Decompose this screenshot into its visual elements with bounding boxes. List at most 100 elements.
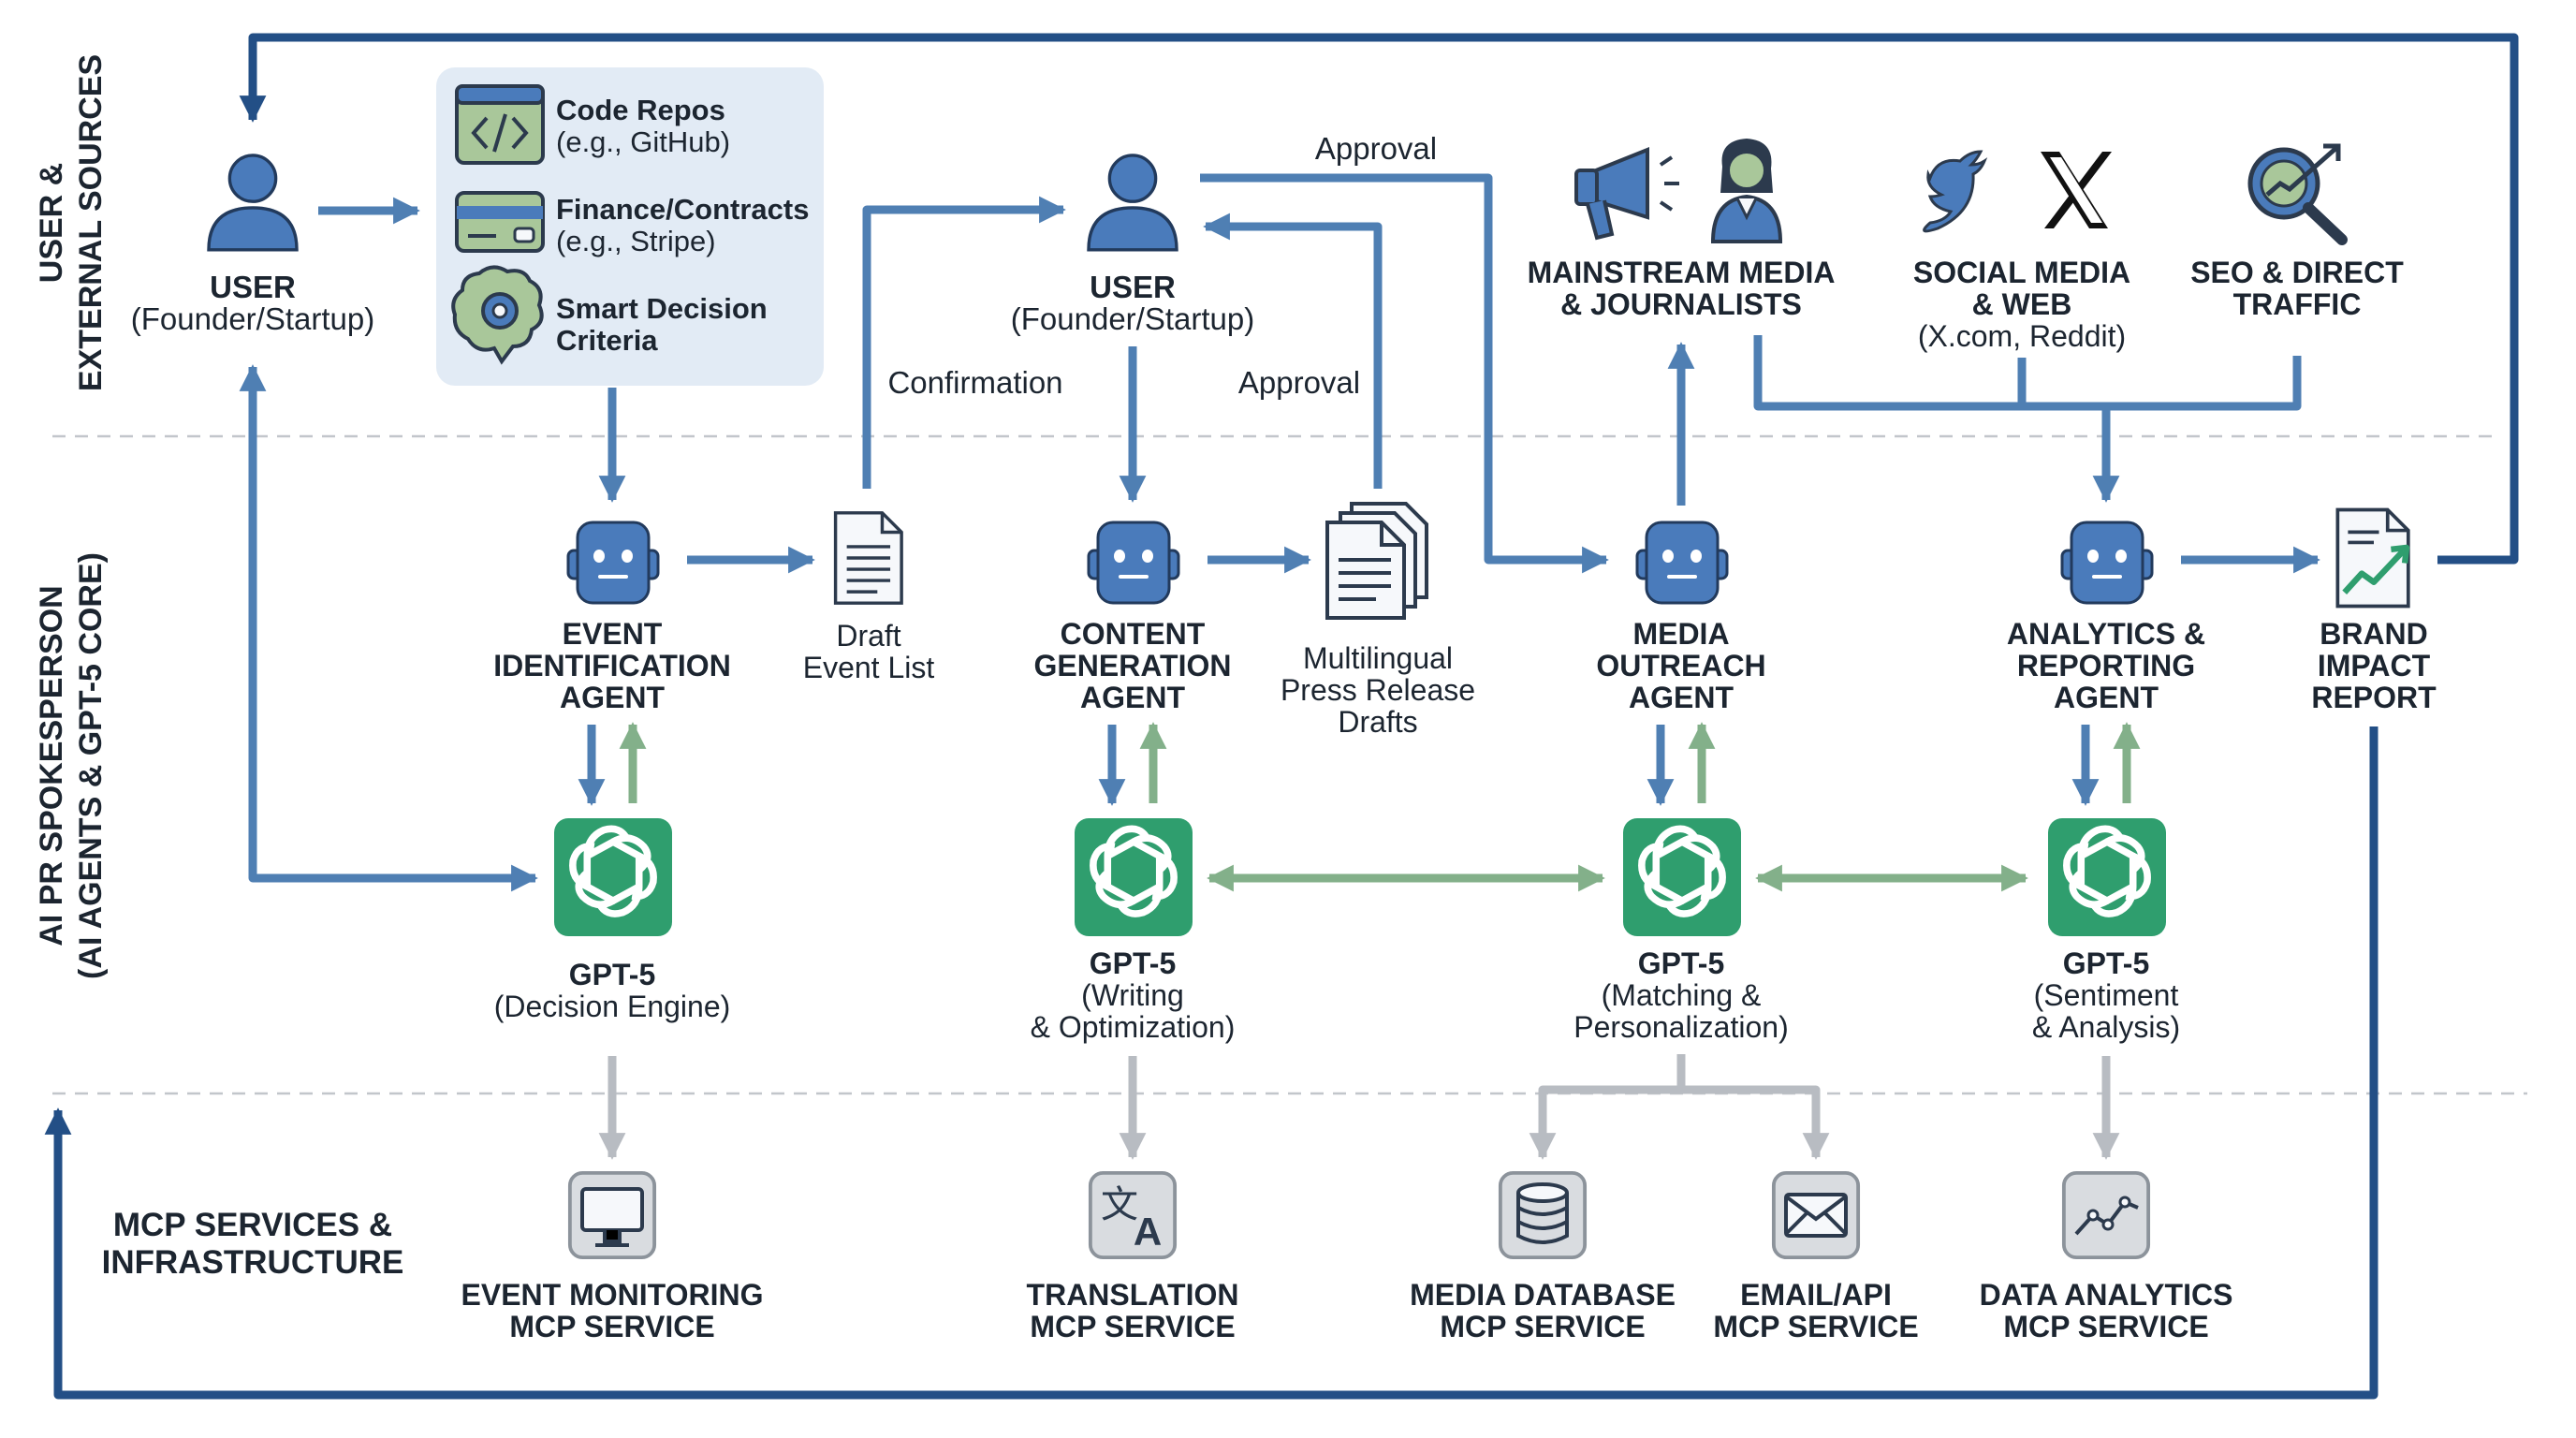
line-chart-icon [2061,1170,2151,1260]
agent-media-line2: OUTREACH [1596,649,1765,682]
magnifier-chart-icon [2247,143,2348,245]
external-social-line2: & WEB [1972,287,2072,321]
service-translation-line2: MCP SERVICE [1030,1310,1235,1343]
agent-gpt-link-event [578,722,647,806]
draft-event-list-line1: Draft [836,619,900,653]
gpt-writing-sub2: & Optimization) [1031,1010,1236,1044]
robot-agent-icon [2062,522,2152,603]
service-media-db-line1: MEDIA DATABASE [1410,1278,1676,1312]
agent-analytics-line2: REPORTING [2017,649,2195,682]
service-event-line2: MCP SERVICE [509,1310,714,1343]
user-icon [207,154,299,252]
openai-logo-icon [1623,818,1741,936]
document-icon [833,511,903,605]
service-media-db-line2: MCP SERVICE [1440,1310,1645,1343]
flow-label-confirmation: Confirmation [887,365,1062,400]
service-translation-line1: TRANSLATION [1027,1278,1239,1312]
external-media-line1: MAINSTREAM MEDIA [1528,256,1836,289]
arrow-external-merge [1753,335,2302,500]
external-social-line3: (X.com, Reddit) [1918,319,2126,353]
x-logo-icon [2041,152,2112,228]
agent-event-line2: IDENTIFICATION [493,649,731,682]
lane-label-ai-spokesperson: AI PR SPOKESPERSON (AI AGENTS & GPT-5 CO… [34,552,109,979]
agent-content-line2: GENERATION [1034,649,1232,682]
arrow-gpt-to-media-services [1538,1054,1816,1157]
source-criteria-sub: Criteria [556,324,658,357]
arrow-press-approval [1203,213,1383,489]
gpt-writing-title: GPT-5 [1090,946,1176,980]
brand-report-line1: BRAND [2320,617,2428,651]
svg-text:USER &: USER & [34,163,69,283]
user-center-title: USER [1090,270,1176,304]
user-icon [1087,154,1178,252]
gpt-sentiment-sub2: & Analysis) [2032,1010,2180,1044]
user-center-subtitle: (Founder/Startup) [1011,301,1254,336]
agent-analytics-line3: AGENT [2054,681,2159,714]
gpt-matching-sub2: Personalization) [1573,1010,1788,1044]
agent-analytics-line1: ANALYTICS & [2007,617,2205,651]
lane-label-mcp-services: MCP SERVICES & INFRASTRUCTURE [102,1207,404,1281]
agent-gpt-link-media [1647,722,1716,806]
report-chart-icon [2337,509,2408,606]
gpt-decision-sub: (Decision Engine) [494,990,731,1023]
agent-content-line3: AGENT [1080,681,1185,714]
service-email-line1: EMAIL/API [1740,1278,1892,1312]
agent-media-line3: AGENT [1629,681,1734,714]
gpt-matching-title: GPT-5 [1638,946,1724,980]
gpt-decision-title: GPT-5 [569,958,655,991]
user-left-title: USER [210,270,296,304]
flow-label-approval-mid: Approval [1238,365,1360,400]
agent-gpt-link-analytics [2071,722,2141,806]
brand-report-line3: REPORT [2311,681,2437,714]
svg-text:文: 文 [1101,1183,1138,1226]
source-code-sub: (e.g., GitHub) [556,125,730,158]
svg-text:(AI AGENTS & GPT-5 CORE): (AI AGENTS & GPT-5 CORE) [73,552,109,979]
robot-agent-icon [1089,522,1178,603]
user-left-subtitle: (Founder/Startup) [131,301,374,336]
draft-event-list-line2: Event List [803,651,935,684]
openai-logo-icon [2048,818,2166,936]
svg-text:MCP SERVICES &: MCP SERVICES & [113,1207,392,1243]
monitor-icon [567,1170,657,1260]
arrow-user-approval-to-media [1200,173,1609,574]
external-seo-line2: TRAFFIC [2233,287,2362,321]
gpt-writing-sub1: (Writing [1081,978,1184,1012]
brand-report-line2: IMPACT [2318,649,2431,682]
service-event-line1: EVENT MONITORING [461,1278,764,1312]
brain-gear-icon [451,265,544,365]
source-criteria-title: Smart Decision [556,292,768,325]
robot-agent-icon [568,522,658,603]
openai-logo-icon [554,818,672,936]
twitter-bird-icon [1923,150,1988,233]
press-drafts-line1: Multilingual [1303,641,1453,675]
press-drafts-line3: Drafts [1338,705,1417,739]
flow-label-approval-top: Approval [1315,131,1437,166]
agent-event-line1: EVENT [563,617,663,651]
svg-text:INFRASTRUCTURE: INFRASTRUCTURE [102,1244,404,1281]
translate-icon: 文 A [1088,1170,1178,1260]
agent-event-line3: AGENT [560,681,665,714]
code-window-icon [455,84,545,165]
service-analytics-line2: MCP SERVICE [2003,1310,2208,1343]
gpt-sentiment-sub1: (Sentiment [2034,978,2179,1012]
svg-text:AI PR SPOKESPERSON: AI PR SPOKESPERSON [34,585,69,946]
external-media-line2: & JOURNALISTS [1560,287,1802,321]
service-analytics-line1: DATA ANALYTICS [1980,1278,2233,1312]
arrow-draft-confirmation [862,196,1066,489]
source-code-title: Code Repos [556,94,725,126]
lane-label-user-external: USER & EXTERNAL SOURCES [34,54,109,391]
arrow-user-gpt-decision [239,364,538,892]
arrow-report-to-user-loop [239,33,2519,565]
megaphone-icon [1574,147,1679,241]
credit-card-icon [455,191,545,253]
gpt-sentiment-title: GPT-5 [2063,946,2149,980]
source-finance-title: Finance/Contracts [556,193,809,226]
journalist-icon [1710,139,1783,243]
openai-logo-icon [1075,818,1193,936]
robot-agent-icon [1637,522,1727,603]
svg-text:A: A [1134,1210,1162,1254]
arrow-report-bottom-loop [44,726,2378,1400]
database-icon [1498,1170,1588,1260]
agent-media-line1: MEDIA [1632,617,1729,651]
